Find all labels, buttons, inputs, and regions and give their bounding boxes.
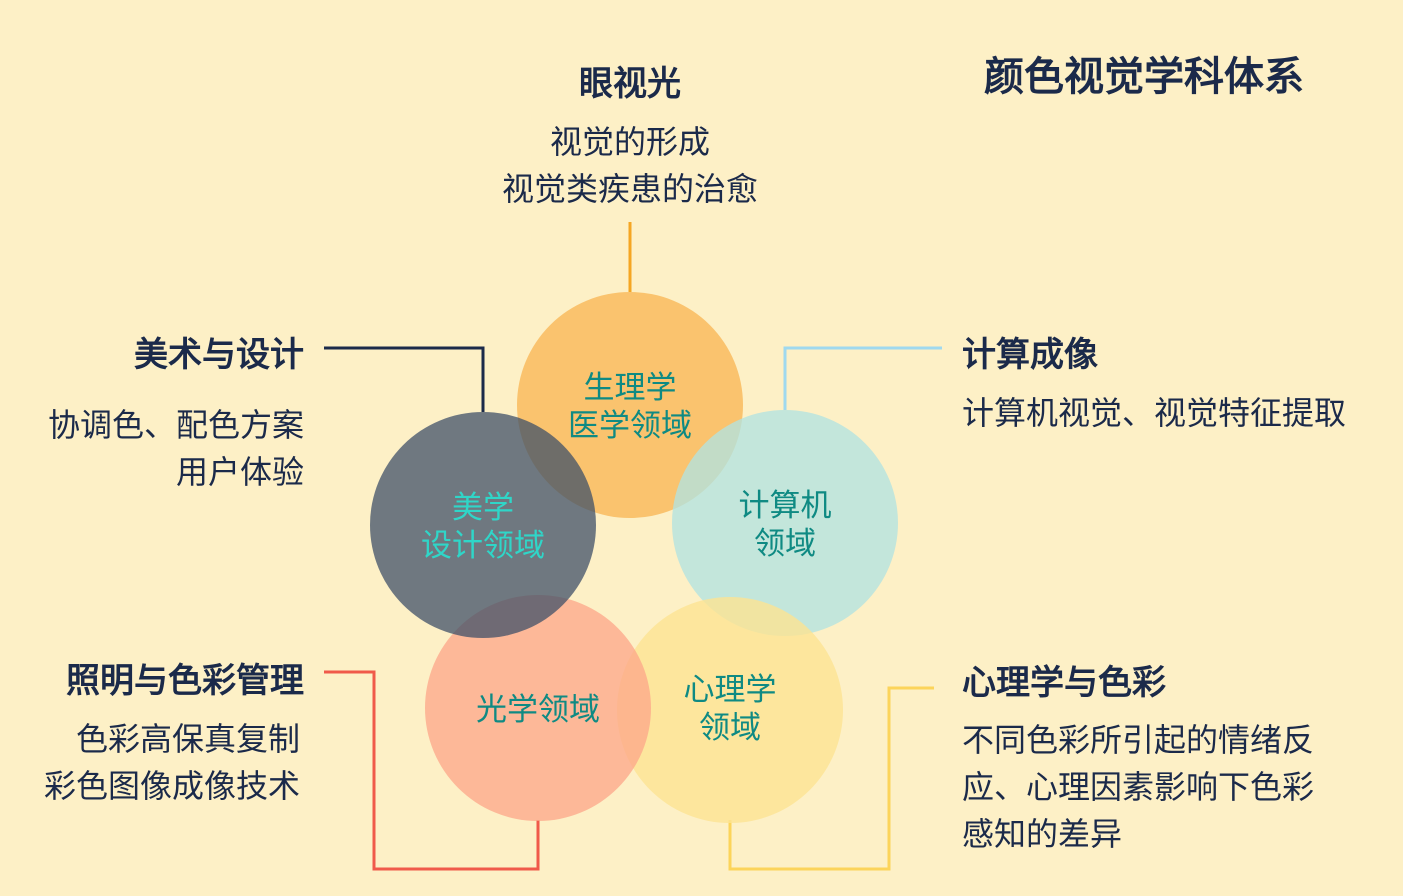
- art-label-1: 美学: [452, 490, 514, 526]
- computing-heading: 计算成像: [962, 335, 1098, 375]
- computing-connector: [783, 346, 942, 410]
- psychology-heading: 心理学与色彩: [962, 663, 1166, 703]
- lighting-desc-1: 色彩高保真复制: [75, 720, 300, 758]
- optics-circle: [425, 595, 651, 821]
- computing-label-1: 计算机: [739, 488, 832, 524]
- art-heading: 美术与设计: [134, 335, 304, 375]
- optics-label: 光学领域: [476, 692, 600, 728]
- art-desc-2: 用户体验: [175, 453, 304, 491]
- eye-heading: 眼视光: [579, 64, 681, 104]
- lighting-heading: 照明与色彩管理: [66, 661, 304, 701]
- page-title: 颜色视觉学科体系: [984, 54, 1304, 100]
- psychology-connector: [728, 686, 934, 871]
- physiology-label-2: 医学领域: [568, 408, 692, 444]
- psychology-circle: [617, 597, 843, 823]
- art-connector: [324, 346, 485, 412]
- psychology-desc-2: 应、心理因素影响下色彩: [962, 768, 1315, 806]
- psychology-desc-1: 不同色彩所引起的情绪反: [962, 721, 1315, 759]
- psychology-label-1: 心理学: [684, 672, 777, 708]
- computing-desc-1: 计算机视觉、视觉特征提取: [962, 394, 1347, 432]
- eye-desc-2: 视觉类疾患的治愈: [501, 170, 758, 208]
- physiology-label-1: 生理学: [584, 370, 677, 406]
- psychology-desc-3: 感知的差异: [962, 815, 1123, 853]
- eye-desc-1: 视觉的形成: [549, 123, 710, 161]
- art-circle: [370, 412, 596, 638]
- psychology-label-2: 领域: [699, 710, 761, 746]
- art-label-2: 设计领域: [421, 528, 545, 564]
- art-desc-1: 协调色、配色方案: [47, 406, 304, 444]
- computing-label-2: 领域: [754, 526, 816, 562]
- lighting-connector: [324, 670, 540, 871]
- lighting-desc-2: 彩色图像成像技术: [43, 767, 300, 805]
- computing-circle: [672, 410, 898, 636]
